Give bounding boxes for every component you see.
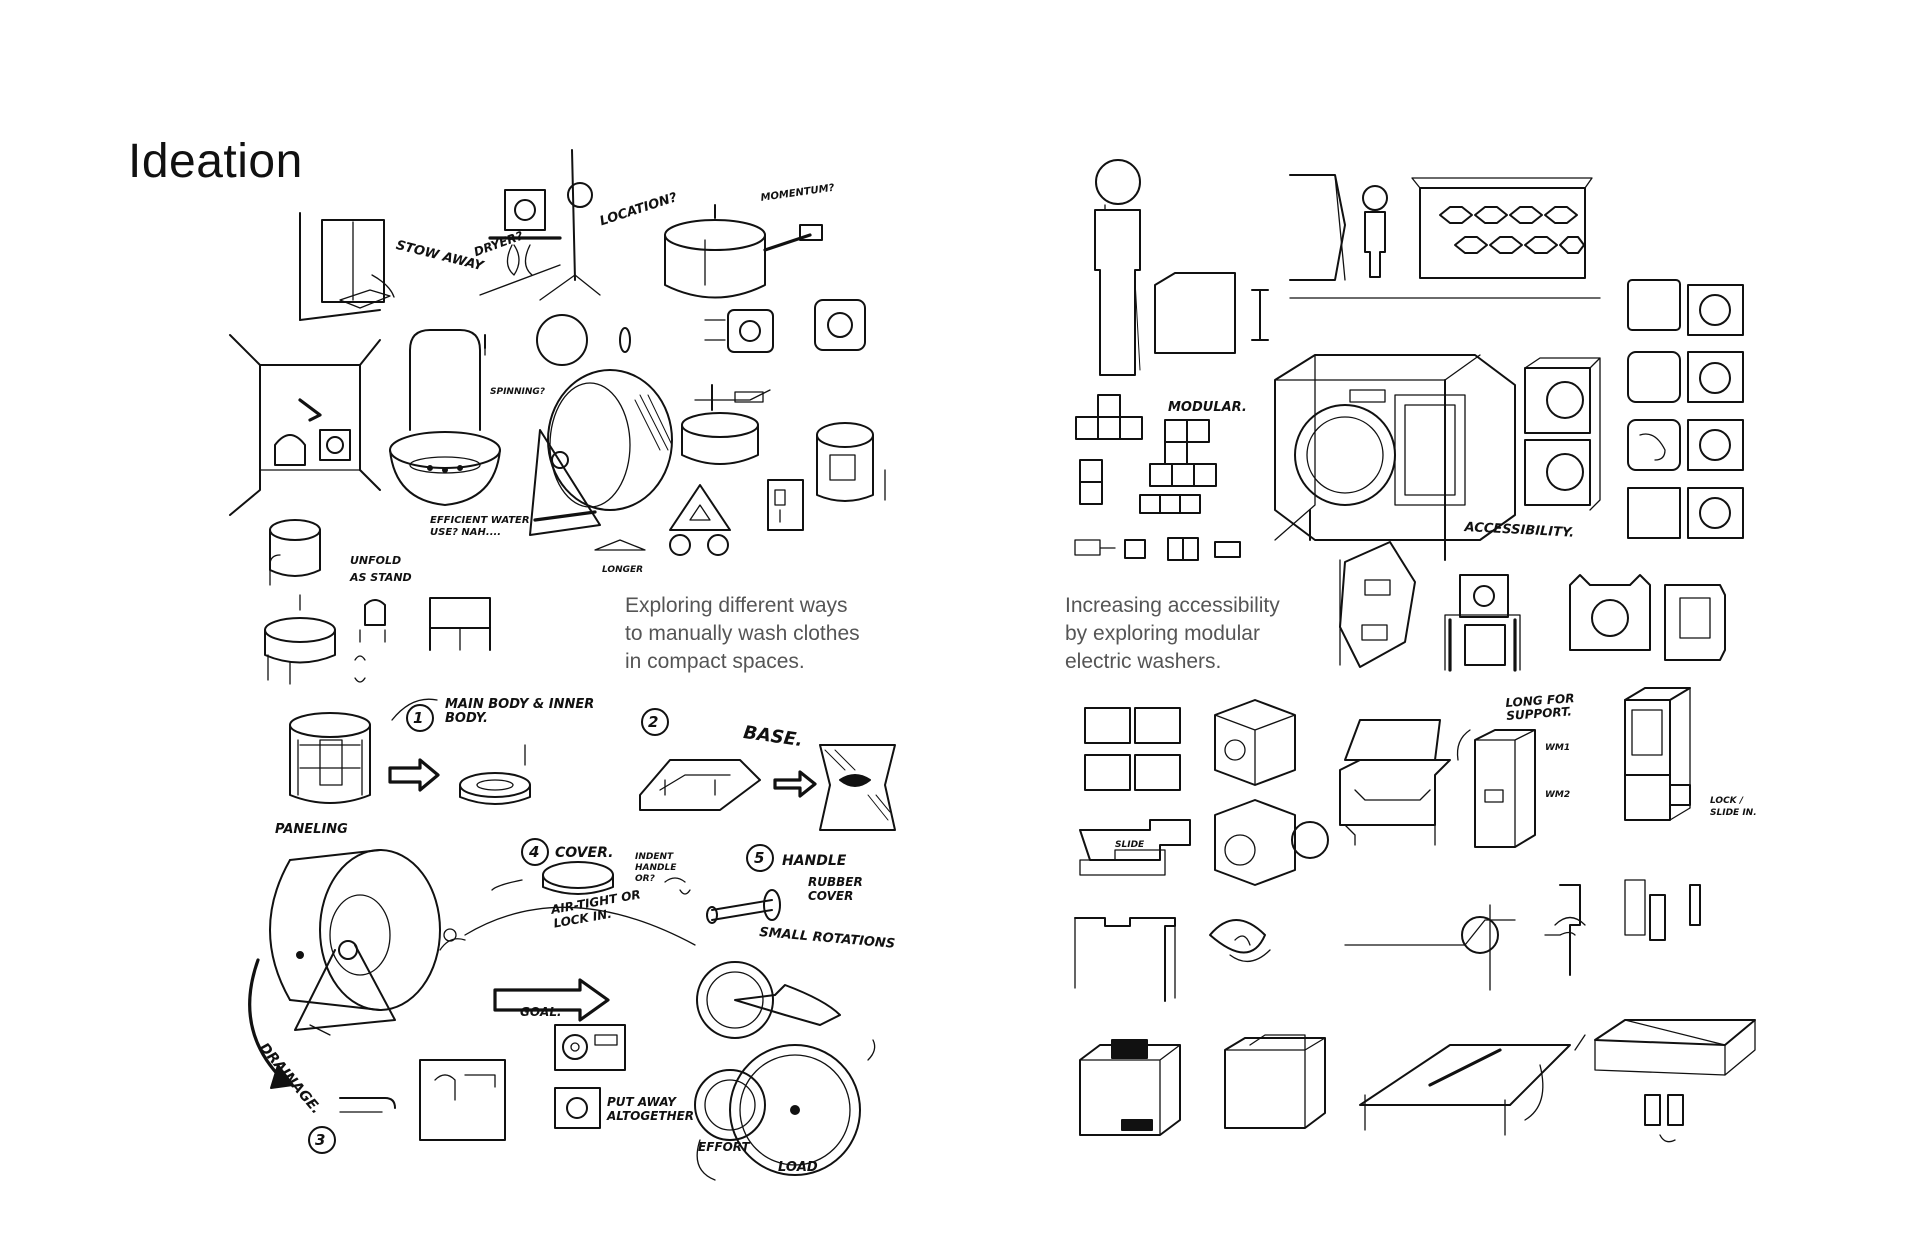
note-efficient-water: EFFICIENT WATER USE? NAH....: [430, 515, 530, 538]
note-wm1: WM1: [1545, 743, 1571, 753]
sketch-hex-shelf: [1411, 177, 1593, 279]
sketch-big-washer: [1274, 354, 1516, 561]
caption-right: Increasing accessibility by exploring mo…: [1065, 592, 1365, 676]
note-wm2: WM2: [1545, 790, 1571, 800]
sketch-bucket-stand: [389, 329, 501, 506]
note-main-body: MAIN BODY & INNER BODY.: [445, 697, 595, 726]
sketch-room-figure: [1289, 174, 1388, 281]
note-handle: HANDLE: [782, 853, 847, 869]
sketch-stacked-cubes: [1624, 687, 1691, 821]
sketch-cabinet: [299, 212, 395, 321]
note-longer: LONGER: [602, 565, 644, 575]
caption-right-line-1: Increasing accessibility: [1065, 594, 1280, 617]
note-step-1: 1: [413, 709, 424, 727]
note-slide: SLIDE: [1115, 840, 1145, 850]
sketch-drum-triangle: [529, 369, 673, 536]
note-load: LOAD: [778, 1160, 818, 1175]
note-goal: GOAL:: [520, 1005, 562, 1019]
sketch-sphere: [536, 314, 631, 366]
sketch-unfold: [264, 519, 386, 685]
sketch-momentum-drum: [664, 204, 823, 299]
caption-left: Exploring different ways to manually was…: [625, 592, 925, 676]
sketch-open-tray: [1594, 1019, 1756, 1143]
caption-right-line-2: by exploring modular: [1065, 622, 1260, 645]
caption-right-line-3: electric washers.: [1065, 650, 1222, 673]
sketch-cylinder: [816, 422, 886, 502]
sketch-goal: [419, 978, 626, 1141]
note-effort: EFFORT: [698, 1140, 750, 1154]
sketch-pot-lid: [681, 384, 771, 465]
sketch-small-board: [767, 479, 804, 531]
sketch-leaning-shelves: [1339, 541, 1416, 668]
page-title: Ideation: [128, 135, 303, 188]
note-step-4: 4: [529, 843, 540, 861]
sketch-human-figure: [1094, 159, 1269, 376]
sketch-gears: [694, 961, 876, 1181]
sketch-cube-washers: [1214, 699, 1329, 886]
sketch-washer-grid: [1627, 279, 1744, 539]
sketch-base-frame: [1359, 1034, 1586, 1136]
sketch-modular-shapes: [1074, 394, 1241, 561]
sketch-main-body: [289, 698, 531, 805]
caption-left-line-2: to manually wash clothes: [625, 622, 860, 645]
note-rubber-cover: RUBBER COVER: [808, 875, 863, 903]
sketch-bottom-cubes: [1079, 1034, 1326, 1136]
sketch-tall-unit: [1456, 729, 1536, 848]
sketch-drainage: [248, 958, 396, 1113]
sketch-stacked-washers: [1524, 357, 1601, 511]
note-step-3: 3: [315, 1131, 326, 1149]
sketch-dryer-location: [479, 149, 601, 301]
sketch-handle: [706, 889, 781, 924]
note-paneling: PANELING: [275, 822, 348, 837]
sketch-joints: [1074, 879, 1701, 1002]
caption-left-line-1: Exploring different ways: [625, 594, 848, 617]
sketch-triangle-cart: [594, 484, 731, 556]
note-spinning: SPINNING?: [490, 387, 545, 397]
sketch-stand-table: [429, 597, 491, 651]
sketch-base: [639, 744, 896, 831]
sketch-small-washers: [704, 299, 866, 353]
sketch-wall-nook: [229, 334, 381, 516]
note-step-2: 2: [648, 713, 659, 731]
note-put-away: PUT AWAY ALTOGETHER: [607, 1095, 695, 1123]
note-unfold-stand: UNFOLD AS STAND: [350, 554, 412, 584]
sketch-big-drum: [269, 849, 696, 1036]
note-step-5: 5: [754, 849, 765, 867]
sketch-step-circles: [308, 704, 774, 1154]
sketch-rounded-washers: [1569, 574, 1726, 661]
note-cover: COVER.: [555, 845, 614, 861]
sketch-open-washer: [1339, 719, 1451, 846]
sketch-cover: [491, 861, 691, 895]
sketch-stand-washer: [1444, 574, 1521, 672]
note-modular: MODULAR.: [1168, 400, 1247, 415]
note-lock-slide: LOCK / SLIDE IN.: [1710, 796, 1757, 818]
note-indent-handle: INDENT HANDLE OR?: [635, 852, 677, 884]
caption-left-line-3: in compact spaces.: [625, 650, 805, 673]
sketch-puzzle-modules: [1079, 707, 1191, 876]
